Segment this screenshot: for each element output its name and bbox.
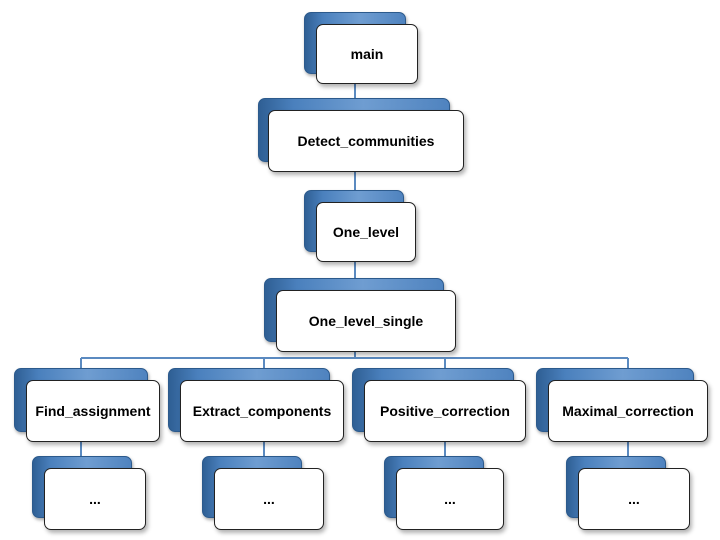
node-positive-correction-label: Positive_correction (380, 403, 510, 419)
node-detect-communities: Detect_communities (258, 98, 464, 174)
node-maximal-correction-label: Maximal_correction (562, 403, 694, 419)
node-one-level: One_level (304, 190, 416, 262)
node-find-assignment-label: Find_assignment (35, 403, 151, 419)
node-one-level-label: One_level (332, 224, 400, 240)
node-positive-correction: Positive_correction (352, 368, 526, 444)
node-maximal-correction-sub: ... (566, 456, 690, 530)
node-positive-correction-sub: ... (384, 456, 504, 530)
node-detect-communities-label: Detect_communities (297, 133, 435, 149)
node-extract-components-label: Extract_components (192, 403, 332, 419)
node-main: main (304, 12, 418, 84)
node-positive-correction-sub-label: ... (444, 491, 456, 507)
node-one-level-single-label: One_level_single (308, 313, 424, 329)
node-find-assignment: Find_assignment (14, 368, 160, 444)
node-maximal-correction-sub-label: ... (628, 491, 640, 507)
node-extract-components-sub-label: ... (263, 491, 275, 507)
node-main-label: main (350, 46, 384, 62)
node-find-assignment-sub-label: ... (89, 491, 101, 507)
node-extract-components: Extract_components (168, 368, 344, 444)
node-find-assignment-sub: ... (32, 456, 146, 530)
node-maximal-correction: Maximal_correction (536, 368, 708, 444)
node-extract-components-sub: ... (202, 456, 324, 530)
node-one-level-single: One_level_single (264, 278, 456, 354)
